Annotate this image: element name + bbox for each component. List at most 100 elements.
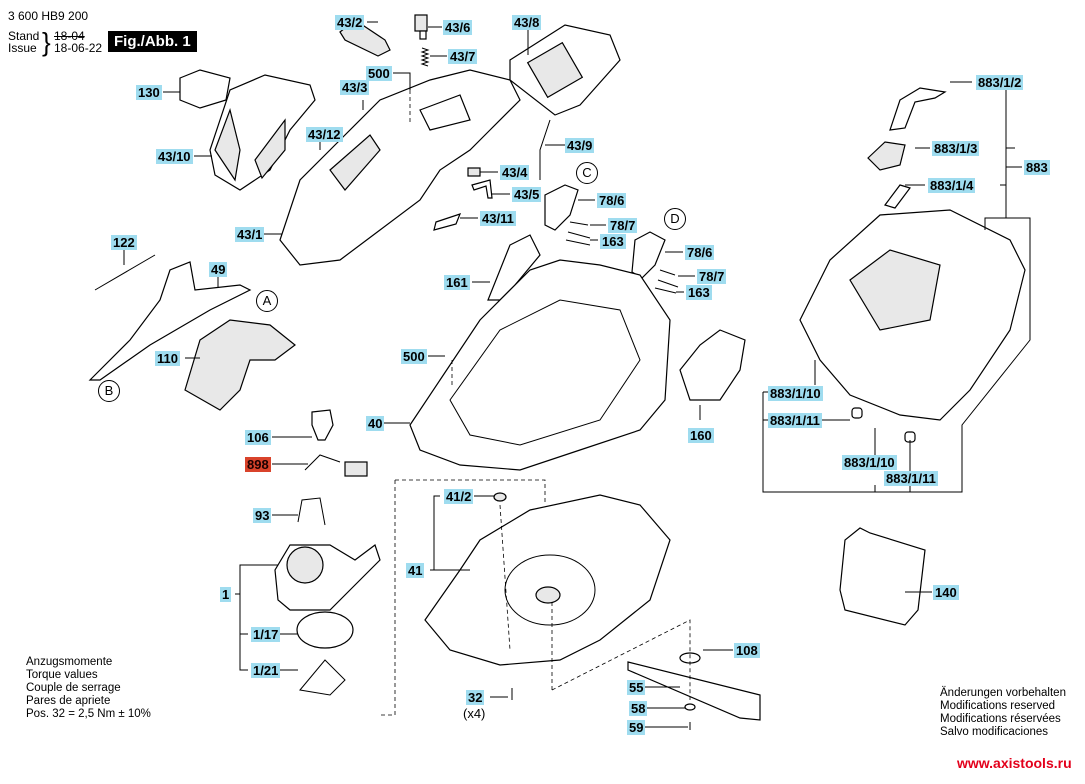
part-label-78-7-d[interactable]: 78/7	[697, 269, 727, 284]
part-160-drawing	[679, 329, 746, 401]
part-883-drawing	[799, 209, 1026, 421]
part-label-500-mid[interactable]: 500	[401, 349, 427, 364]
alignment-lines	[380, 90, 691, 716]
reference-marker-a: A	[256, 290, 278, 312]
reference-marker-c: C	[576, 162, 598, 184]
part-label-110[interactable]: 110	[155, 351, 180, 366]
part-label-130[interactable]: 130	[136, 85, 162, 100]
part-label-43-10[interactable]: 43/10	[156, 149, 193, 164]
part-122-drawing	[94, 254, 156, 291]
stand-label: Stand	[8, 29, 40, 43]
part-label-122[interactable]: 122	[111, 235, 137, 250]
part-label-43-12[interactable]: 43/12	[306, 127, 343, 142]
issue-label: Issue	[8, 41, 37, 55]
part-106-drawing	[311, 409, 334, 441]
part-41-drawing	[424, 494, 671, 666]
part-label-883-1-2[interactable]: 883/1/2	[976, 75, 1024, 90]
part-43-11-drawing	[433, 213, 462, 231]
part-43-10-drawing	[209, 74, 316, 191]
part-883-1-3-drawing	[867, 141, 906, 171]
part-1-drawing	[274, 544, 381, 611]
part-label-883-1-11-a[interactable]: 883/1/11	[768, 413, 822, 428]
part-label-93[interactable]: 93	[253, 508, 272, 523]
part-label-500-top[interactable]: 500	[366, 66, 392, 81]
part-label-1-17[interactable]: 1/17	[251, 627, 281, 642]
modifications-note-line: Modifications réservées	[940, 713, 1061, 725]
part-label-108[interactable]: 108	[734, 643, 760, 658]
part-43-9-drawing	[539, 119, 551, 180]
part-label-160[interactable]: 160	[688, 428, 714, 443]
modifications-note-line: Salvo modificaciones	[940, 726, 1049, 738]
part-label-883[interactable]: 883	[1024, 160, 1050, 175]
part-41-2-drawing	[493, 492, 507, 502]
part-label-883-1-4[interactable]: 883/1/4	[928, 178, 976, 193]
part-label-163-d[interactable]: 163	[686, 285, 712, 300]
part-label-883-1-11-b[interactable]: 883/1/11	[884, 471, 938, 486]
part-label-49[interactable]: 49	[209, 262, 228, 277]
part-label-43-4[interactable]: 43/4	[500, 165, 530, 180]
part-43-1-drawing	[279, 69, 521, 266]
part-883-1-11-a-drawing	[851, 407, 863, 419]
modifications-note-line: Änderungen vorbehalten	[940, 687, 1066, 699]
part-label-898[interactable]: 898	[245, 457, 271, 472]
part-140-drawing	[839, 527, 926, 626]
issue-date: 18-06-22	[54, 41, 103, 55]
part-label-41-2[interactable]: 41/2	[444, 489, 474, 504]
part-label-43-2[interactable]: 43/2	[335, 15, 365, 30]
part-label-78-6-d[interactable]: 78/6	[685, 245, 715, 260]
part-43-6-drawing	[414, 14, 428, 40]
part-label-78-6-c[interactable]: 78/6	[597, 193, 627, 208]
torque-note: Anzugsmomente Torque values Couple de se…	[26, 656, 151, 721]
part-label-59[interactable]: 59	[627, 720, 646, 735]
torque-note-line: Torque values	[26, 669, 98, 681]
part-label-163-c[interactable]: 163	[600, 234, 626, 249]
part-883-1-4-drawing	[884, 184, 911, 209]
part-label-58[interactable]: 58	[629, 701, 648, 716]
part-32-quantity: (x4)	[463, 706, 486, 721]
part-110-drawing	[184, 319, 296, 411]
part-label-43-7[interactable]: 43/7	[448, 49, 478, 64]
part-1-21-drawing	[299, 659, 346, 696]
torque-note-value: Pos. 32 = 2,5 Nm ± 10%	[26, 708, 151, 720]
part-label-40[interactable]: 40	[366, 416, 385, 431]
part-label-32[interactable]: 32	[466, 690, 485, 705]
old-date: 18-04	[54, 29, 85, 43]
part-78-7-163-c-drawing	[565, 221, 591, 246]
part-label-43-5[interactable]: 43/5	[512, 187, 542, 202]
part-883-1-2-drawing	[889, 87, 947, 131]
part-label-883-1-10-a[interactable]: 883/1/10	[768, 386, 823, 401]
part-label-1-21[interactable]: 1/21	[251, 663, 281, 678]
part-label-106[interactable]: 106	[245, 430, 271, 445]
part-label-55[interactable]: 55	[627, 680, 646, 695]
torque-note-line: Pares de apriete	[26, 695, 111, 707]
part-label-43-8[interactable]: 43/8	[512, 15, 542, 30]
part-43-4-drawing	[467, 167, 481, 177]
part-label-43-6[interactable]: 43/6	[443, 20, 473, 35]
modifications-note: Änderungen vorbehalten Modifications res…	[940, 687, 1066, 739]
part-label-1[interactable]: 1	[220, 587, 232, 602]
torque-note-line: Anzugsmomente	[26, 656, 113, 668]
part-label-43-3[interactable]: 43/3	[340, 80, 370, 95]
part-label-43-11[interactable]: 43/11	[480, 211, 516, 226]
part-43-5-drawing	[471, 179, 493, 199]
modifications-note-line: Modifications reserved	[940, 700, 1056, 712]
part-label-43-9[interactable]: 43/9	[565, 138, 595, 153]
torque-note-line: Couple de serrage	[26, 682, 121, 694]
brace: }	[42, 27, 51, 57]
part-label-161[interactable]: 161	[444, 275, 470, 290]
part-label-41[interactable]: 41	[406, 563, 425, 578]
part-label-78-7-c[interactable]: 78/7	[608, 218, 638, 233]
part-label-140[interactable]: 140	[933, 585, 959, 600]
figure-label: Fig./Abb. 1	[108, 31, 197, 52]
part-78-7-163-d-drawing	[654, 269, 679, 294]
part-1-17-drawing	[296, 611, 354, 649]
part-130-drawing	[179, 69, 231, 109]
part-label-883-1-3[interactable]: 883/1/3	[932, 141, 980, 156]
part-58-drawing	[684, 703, 696, 711]
part-label-43-1[interactable]: 43/1	[235, 227, 265, 242]
part-label-883-1-10-b[interactable]: 883/1/10	[842, 455, 897, 470]
watermark-link[interactable]: www.axistools.ru	[957, 755, 1072, 771]
reference-marker-d: D	[664, 208, 686, 230]
part-78-6-c-drawing	[544, 184, 579, 231]
